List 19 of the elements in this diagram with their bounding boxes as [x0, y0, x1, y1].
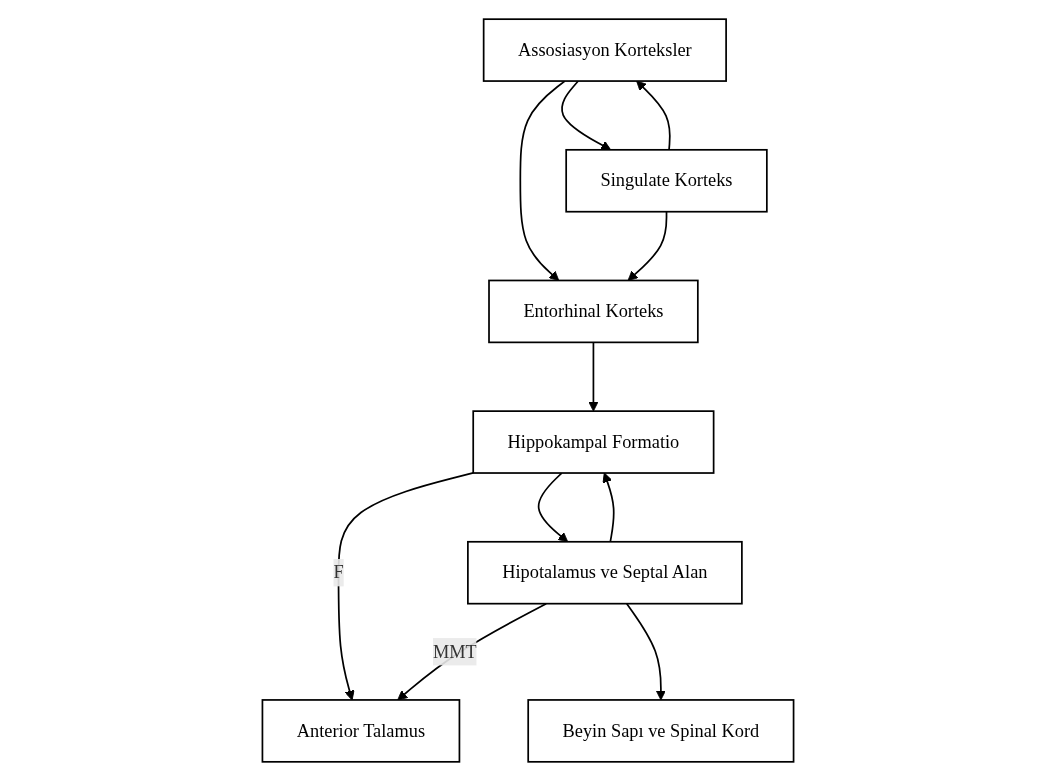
arrow: [519, 80, 566, 281]
node-box: Entorhinal Korteks: [488, 279, 699, 344]
edge-label: F: [333, 562, 344, 582]
node-box: Anterior Talamus: [261, 699, 461, 763]
arrow: [397, 602, 548, 701]
arrow: [537, 472, 569, 543]
arrow: [337, 472, 475, 701]
node-box: Singulate Korteks: [565, 148, 768, 213]
arrow: [602, 472, 615, 543]
node-box: Beyin Sapı ve Spinal Kord: [527, 699, 795, 763]
arrow: [588, 341, 599, 412]
arrow: [625, 602, 666, 701]
arrow: [561, 80, 612, 151]
node-box: Hipotalamus ve Septal Alan: [467, 540, 743, 605]
arrow: [636, 80, 671, 151]
edge-label: MMT: [433, 641, 477, 661]
node-box: Hippokampal Formatio: [472, 410, 715, 474]
arrow: [627, 210, 668, 281]
node-box: Assosiasyon Korteksler: [482, 18, 727, 82]
